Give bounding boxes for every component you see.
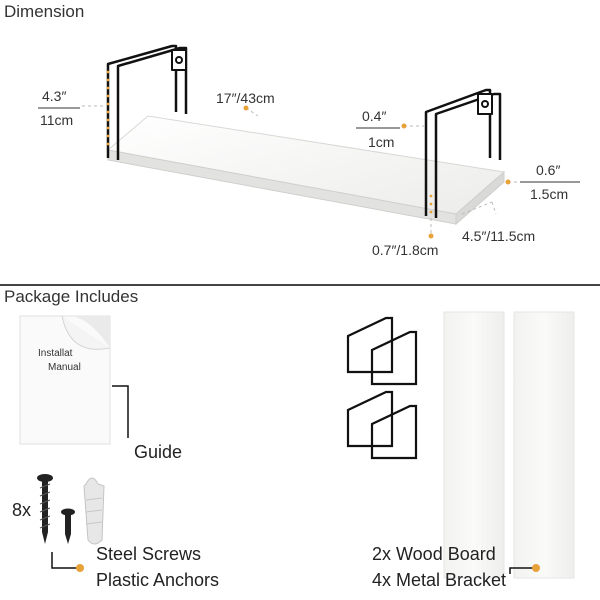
boards-label: 2x Wood Board [372, 544, 496, 564]
screws-leader [51, 552, 80, 569]
bracket-width-dot [401, 123, 407, 129]
bracket-width-cm: 1cm [368, 134, 395, 150]
guide-leader [112, 385, 129, 438]
depth-label: 4.5″/11.5cm [462, 228, 536, 244]
length-dot [243, 105, 249, 111]
bracket-gap-dot [428, 233, 434, 239]
screw-count: 8x [12, 500, 32, 520]
long-screw [37, 474, 53, 544]
wood-board-2 [513, 311, 575, 579]
manual-text-line2: Manual [48, 362, 81, 373]
section-divider [0, 284, 600, 286]
brackets-label: 4x Metal Bracket [372, 570, 507, 590]
shelf-side [455, 170, 505, 226]
bracket-gap-label: 0.7″/1.8cm [372, 242, 439, 258]
height-inches: 4.3″ [42, 88, 67, 104]
depth-leader-a [461, 201, 493, 215]
bracket-set [346, 316, 418, 460]
bracket-width-inches: 0.4″ [362, 108, 387, 124]
wood-board-1 [443, 311, 505, 579]
length-label: 17″/43cm [216, 90, 275, 106]
boards-leader [509, 567, 534, 574]
guide-label: Guide [134, 442, 183, 462]
left-bracket-marks [106, 70, 110, 146]
thickness-cm: 1.5cm [530, 186, 569, 202]
thickness-inches: 0.6″ [536, 162, 561, 178]
height-cm: 11cm [40, 112, 74, 128]
manual-text-line1: Installat [38, 348, 73, 359]
dimension-title: Dimension [4, 2, 85, 21]
plastic-anchor [83, 477, 105, 545]
right-bracket [424, 88, 502, 218]
screws-label: Steel Screws [96, 544, 202, 564]
right-bracket-marks [429, 194, 433, 214]
short-screw [61, 508, 75, 544]
thickness-dot [505, 179, 511, 185]
manual-illustration [19, 315, 111, 445]
anchors-label: Plastic Anchors [96, 570, 220, 590]
package-title: Package Includes [4, 287, 139, 306]
depth-leader-b [491, 201, 497, 215]
